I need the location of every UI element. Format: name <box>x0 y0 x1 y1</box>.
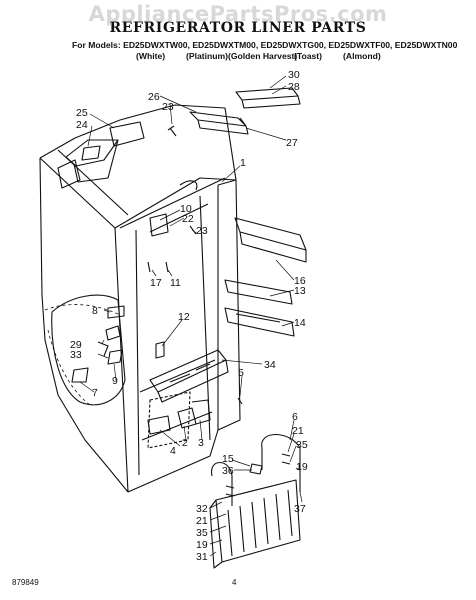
top-bracket <box>235 87 301 109</box>
finish-platinum: (Platinum) <box>186 51 229 61</box>
callout-34: 34 <box>264 359 276 371</box>
callout-21b: 21 <box>196 515 208 527</box>
callout-26: 26 <box>148 91 160 103</box>
bracket-10 <box>149 213 169 237</box>
control-housing <box>65 121 145 183</box>
door-bin <box>209 479 301 569</box>
callout-7: 7 <box>92 387 98 399</box>
callout-19b: 19 <box>196 539 208 551</box>
bail-fasteners <box>225 453 291 497</box>
callout-28: 28 <box>288 81 300 93</box>
page-number: 4 <box>232 578 237 587</box>
finish-toast: (Toast) <box>294 51 323 61</box>
callout-37: 37 <box>294 503 306 515</box>
light-shield <box>189 111 249 135</box>
callout-27: 27 <box>286 137 298 149</box>
callout-22: 22 <box>182 213 194 225</box>
shelf-supports <box>224 217 307 337</box>
callout-25: 25 <box>76 107 88 119</box>
lower-brackets <box>147 391 211 449</box>
callout-23b: 23 <box>196 225 208 237</box>
callout-24: 24 <box>76 119 88 131</box>
callout-35: 35 <box>296 439 308 451</box>
callout-16: 16 <box>294 275 306 287</box>
callout-23: 23 <box>162 101 174 113</box>
callout-30: 30 <box>288 69 300 81</box>
callout-21: 21 <box>292 425 304 437</box>
models-line: For Models: ED25DWXTW00, ED25DWXTM00, ED… <box>72 40 458 50</box>
callout-3: 3 <box>198 437 204 449</box>
callout-31: 31 <box>196 551 208 563</box>
callout-35b: 35 <box>196 527 208 539</box>
part-callouts: 30 28 26 23 25 24 27 1 10 22 23 17 11 16… <box>70 69 308 563</box>
callout-15: 15 <box>222 453 234 465</box>
finish-almond: (Almond) <box>343 51 381 61</box>
bracket-12 <box>155 341 165 359</box>
callout-17: 17 <box>150 277 162 289</box>
leader-lines <box>79 75 303 557</box>
screws <box>147 117 247 405</box>
diagram-title: REFRIGERATOR LINER PARTS <box>109 20 367 36</box>
callout-10: 10 <box>180 203 192 215</box>
crisper-panel-outline <box>51 294 126 406</box>
callout-4: 4 <box>170 445 176 457</box>
finish-white: (White) <box>136 51 166 61</box>
callout-1: 1 <box>240 157 246 169</box>
callout-5: 5 <box>238 367 244 379</box>
cover-34 <box>149 349 229 403</box>
callout-32: 32 <box>196 503 208 515</box>
watermark: AppliancePartsPros.com <box>88 2 388 26</box>
callout-2: 2 <box>182 437 188 449</box>
callout-11: 11 <box>170 277 181 289</box>
callout-29: 29 <box>70 339 82 351</box>
callout-19: 19 <box>296 461 308 473</box>
callout-12: 12 <box>178 311 190 323</box>
callout-13: 13 <box>294 285 306 297</box>
callout-6: 6 <box>292 411 298 423</box>
callout-9: 9 <box>112 375 118 387</box>
callout-8: 8 <box>92 305 98 317</box>
callout-14: 14 <box>294 317 306 329</box>
crisper-hardware <box>71 305 125 383</box>
callout-36: 36 <box>222 465 234 477</box>
callout-33: 33 <box>70 349 82 361</box>
liner-cabinet <box>39 104 241 493</box>
finish-golden-harvest: (Golden Harvest) <box>228 51 298 61</box>
footer-code: 879849 <box>12 578 39 587</box>
